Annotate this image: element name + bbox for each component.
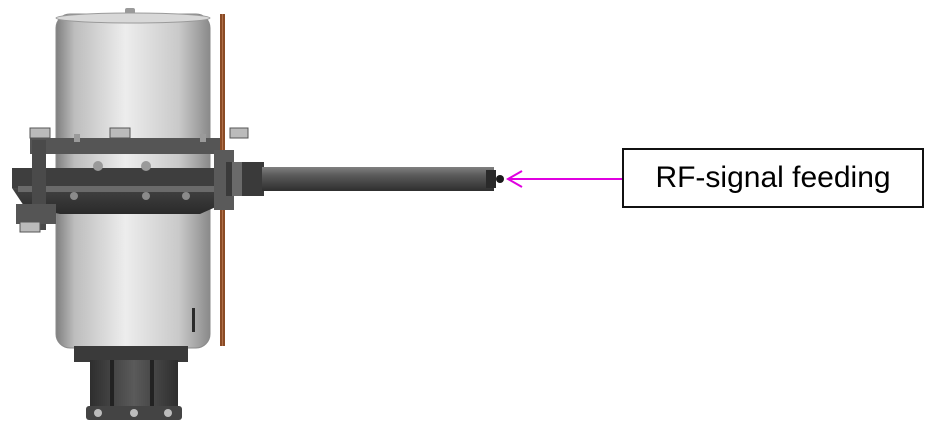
annotation-label-box: RF-signal feeding — [622, 148, 924, 208]
annotation-arrow — [505, 170, 624, 188]
feed-connector-hub — [214, 150, 264, 210]
bottom-base — [74, 346, 188, 420]
annotation-label: RF-signal feeding — [655, 161, 891, 194]
bolts — [19, 127, 249, 233]
rf-feed-rod — [262, 167, 504, 191]
